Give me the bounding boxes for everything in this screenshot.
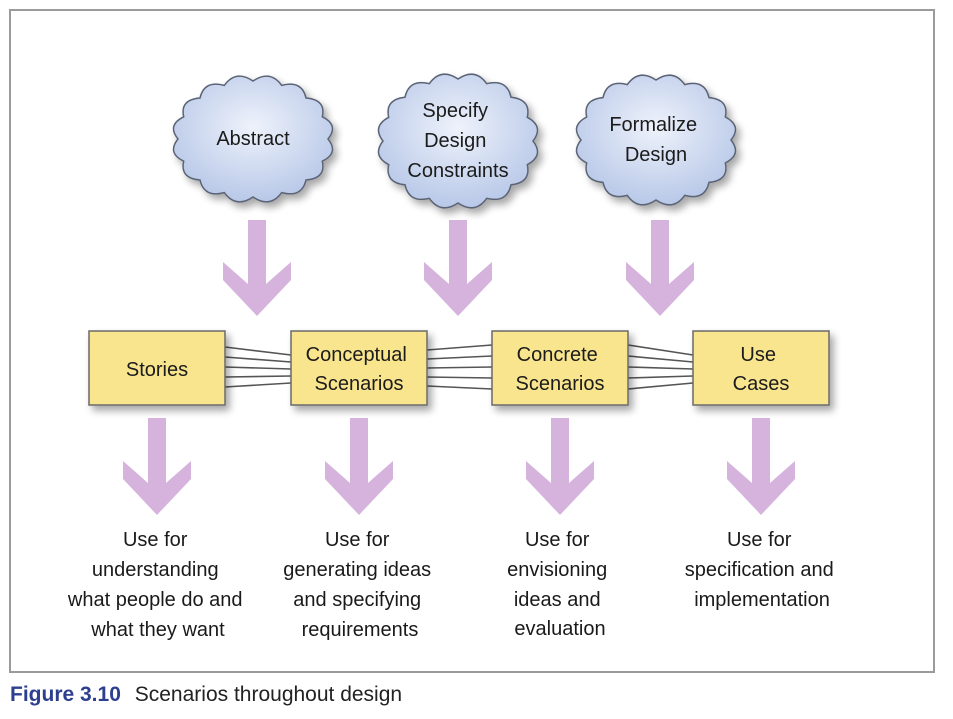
cloud-specify-label: Specify Design Constraints (407, 100, 508, 182)
arrow-usecases-down (727, 418, 795, 515)
use-stories-text: Use for understanding what people do and… (67, 529, 248, 641)
arrow-conceptual-down (325, 418, 393, 515)
box-stories-label: Stories (126, 359, 188, 381)
box-conceptual-scenarios: Conceptual Scenarios (290, 330, 428, 406)
arrow-specify-down (424, 220, 492, 316)
figure-label: Figure 3.10 (10, 683, 121, 706)
arrow-stories-down (123, 418, 191, 515)
box-use-cases: Use Cases (692, 330, 830, 406)
use-concrete-text: Use for envisioning ideas and evaluation (507, 529, 613, 640)
connector-conceptual-concrete (426, 344, 493, 390)
box-conceptual-label: Conceptual Scenarios (306, 344, 413, 395)
box-concrete-scenarios: Concrete Scenarios (491, 330, 629, 406)
arrow-concrete-down (526, 418, 594, 515)
cloud-abstract: Abstract (172, 75, 334, 203)
box-use-cases-label: Use Cases (733, 344, 790, 395)
arrow-abstract-down (223, 220, 291, 316)
figure-caption: Figure 3.10 Scenarios throughout design (10, 683, 402, 707)
figure-caption-text: Scenarios throughout design (134, 683, 403, 706)
connector-concrete-usecases (627, 344, 694, 390)
cloud-formalize-label: Formalize Design (609, 114, 702, 166)
cloud-abstract-label: Abstract (216, 128, 290, 150)
cloud-specify-design-constraints: Specify Design Constraints (377, 73, 539, 209)
use-usecases-text: Use for specification and implementation (685, 529, 840, 611)
box-stories: Stories (88, 330, 226, 406)
use-conceptual-text: Use for generating ideas and specifying … (283, 529, 436, 641)
arrow-formalize-down (626, 220, 694, 316)
cloud-formalize-design: Formalize Design (575, 74, 737, 206)
box-concrete-label: Concrete Scenarios (516, 344, 605, 395)
connector-stories-conceptual (224, 346, 292, 388)
